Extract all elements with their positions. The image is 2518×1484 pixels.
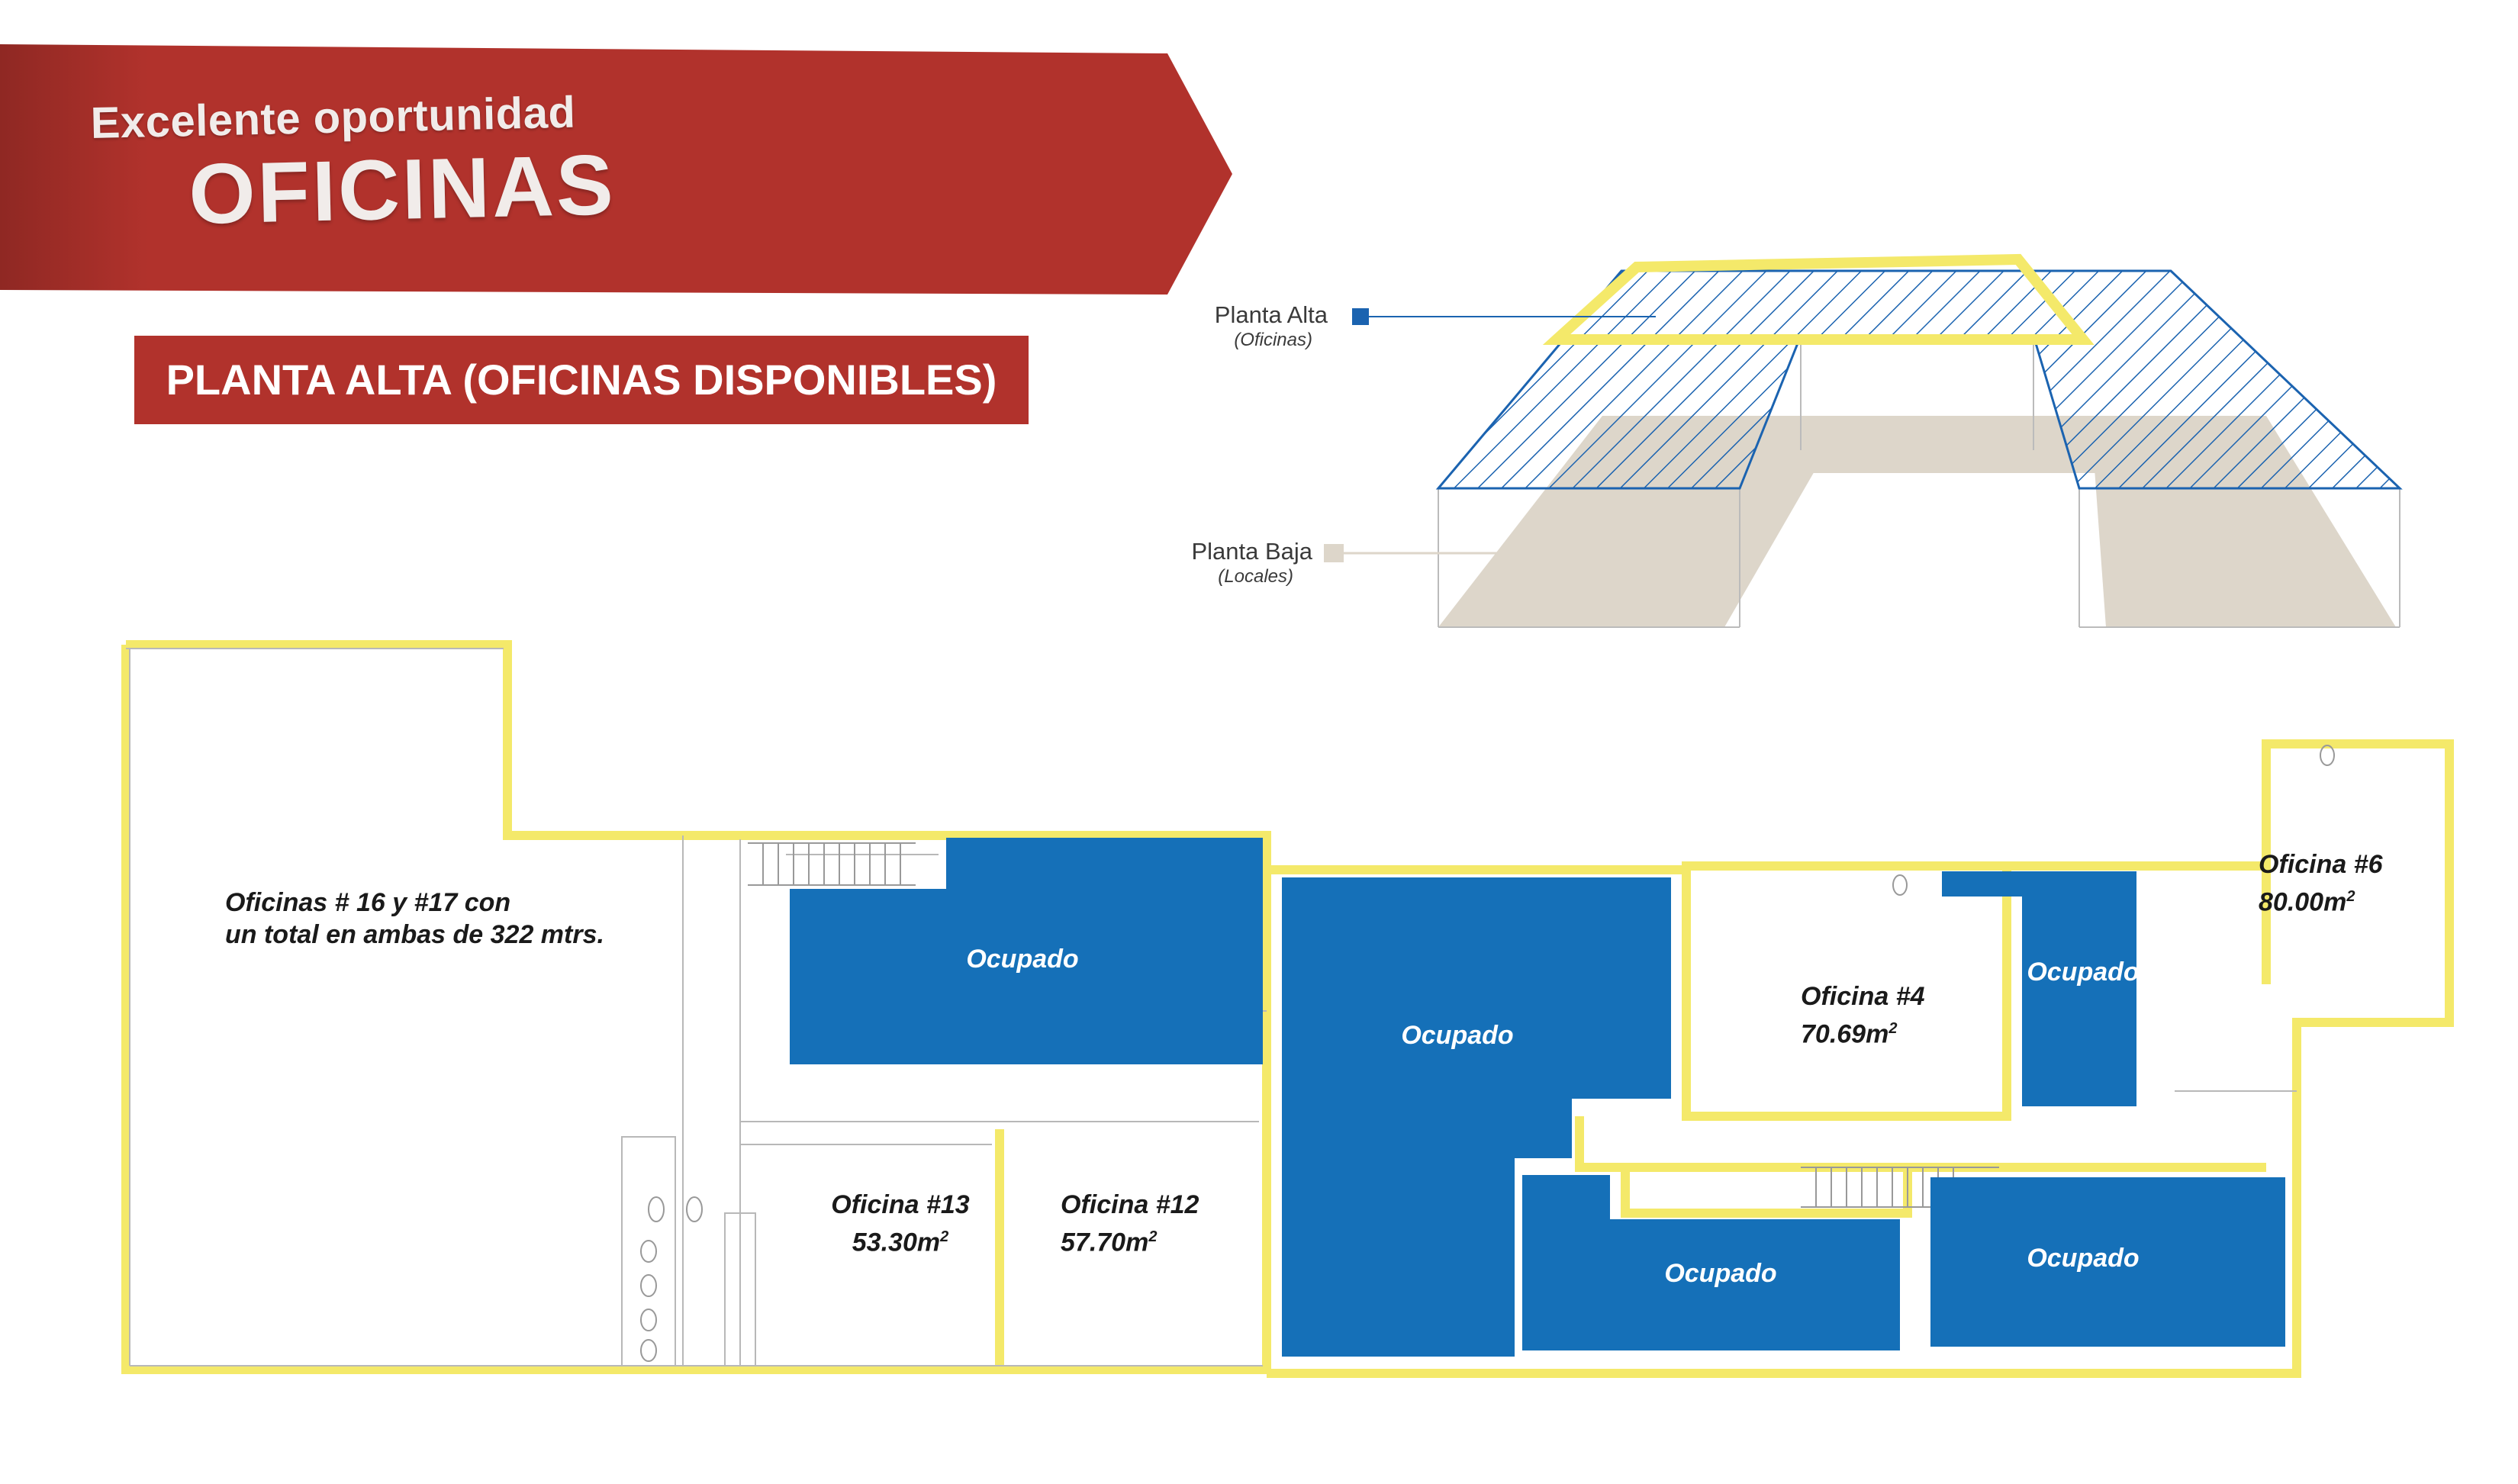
legend-lower-swatch	[1324, 544, 1344, 562]
fixture	[2320, 745, 2335, 766]
upper-floor-shape	[1435, 269, 2403, 490]
header-banner	[0, 44, 1232, 295]
legend-lower-title: Planta Baja	[1191, 538, 1312, 565]
fixture	[640, 1240, 657, 1263]
legend-upper-title: Planta Alta	[1214, 301, 1328, 328]
occupied-label-f: Ocupado	[2027, 1244, 2140, 1273]
occupied-room-b	[1282, 877, 1671, 1357]
occupied-label-c: Ocupado	[1664, 1259, 1777, 1288]
fixture	[640, 1274, 657, 1297]
occupied-label-d: Ocupado	[2027, 958, 2140, 987]
occupied-label-a: Ocupado	[966, 945, 1079, 974]
fixture	[648, 1196, 665, 1222]
occupied-room-c	[1522, 1175, 1900, 1350]
headline-big: OFICINAS	[188, 137, 617, 242]
section-label: PLANTA ALTA (OFICINAS DISPONIBLES)	[134, 336, 1029, 424]
fixture	[640, 1339, 657, 1362]
legend-upper-swatch	[1352, 308, 1369, 325]
label-offices-16-17: Oficinas # 16 y #17 con un total en amba…	[225, 888, 604, 949]
label-office-13: Oficina #13 53.30m2	[831, 1190, 970, 1257]
floor-plan: Oficinas # 16 y #17 con un total en amba…	[114, 633, 2480, 1381]
occupied-label-b: Ocupado	[1401, 1021, 1514, 1050]
fixture	[686, 1196, 703, 1222]
occupied-room-f	[1930, 1177, 2285, 1347]
available-highlight	[1542, 253, 2095, 345]
label-office-4: Oficina #4 70.69m2	[1801, 982, 1925, 1049]
fixture	[640, 1309, 657, 1331]
outline-lower-corridor	[1575, 1116, 2266, 1172]
occupied-room-a	[790, 838, 1263, 1064]
label-office-12: Oficina #12 57.70m2	[1061, 1190, 1199, 1257]
occupied-room-e	[2030, 900, 2136, 1106]
outline-office-4	[1682, 866, 2011, 1121]
fixture	[1892, 874, 1908, 896]
building-diagram: Planta Alta (Oficinas) Planta Baja (Loca…	[1175, 244, 2434, 641]
legend-lower-subtitle: (Locales)	[1218, 566, 1293, 587]
outline-offices-16-17	[121, 640, 1271, 1374]
legend-upper-subtitle: (Oficinas)	[1234, 330, 1312, 350]
label-office-6: Oficina #6 80.00m2	[2259, 850, 2383, 917]
